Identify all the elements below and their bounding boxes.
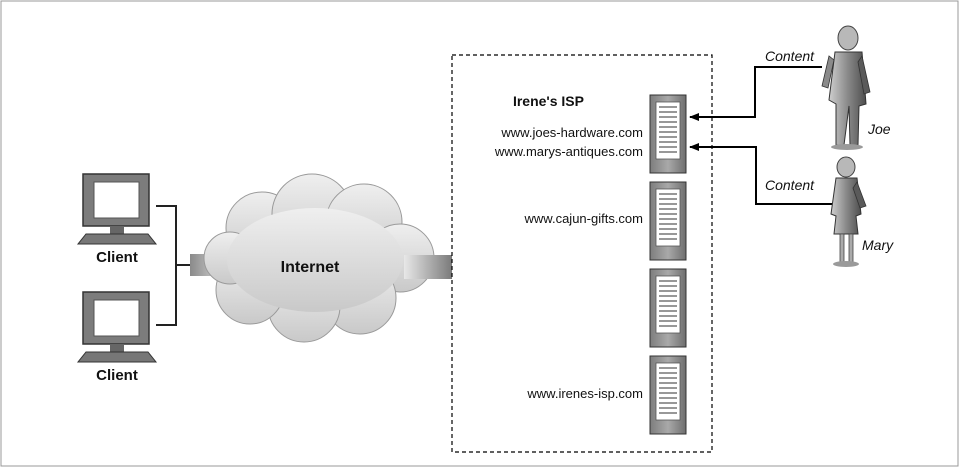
joe-person-icon [821,25,871,150]
client-label: Client [96,367,138,384]
site-label-marys-antiques: www.marys-antiques.com [494,144,643,159]
client-computer-icon [76,173,158,245]
isp-title: Irene's ISP [513,93,584,109]
site-label-joes-hardware: www.joes-hardware.com [500,125,643,140]
upload-arrows [689,66,832,205]
isp-pipe [404,255,452,279]
content-label-joe: Content [765,48,815,64]
site-label-irenes-isp: www.irenes-isp.com [526,386,643,401]
mary-person-icon [830,156,867,267]
site-label-cajun-gifts: www.cajun-gifts.com [524,211,643,226]
client-label: Client [96,249,138,266]
internet-label: Internet [281,259,340,276]
client-computer-icon [76,291,158,363]
joe-label: Joe [867,121,891,137]
server-icon [649,181,687,261]
mary-label: Mary [862,237,894,253]
server-icon [649,94,687,174]
isp-boundary [451,54,713,453]
internet-cloud [203,173,435,343]
content-label-mary: Content [765,177,815,193]
server-icon [649,355,687,435]
server-icon [649,268,687,348]
